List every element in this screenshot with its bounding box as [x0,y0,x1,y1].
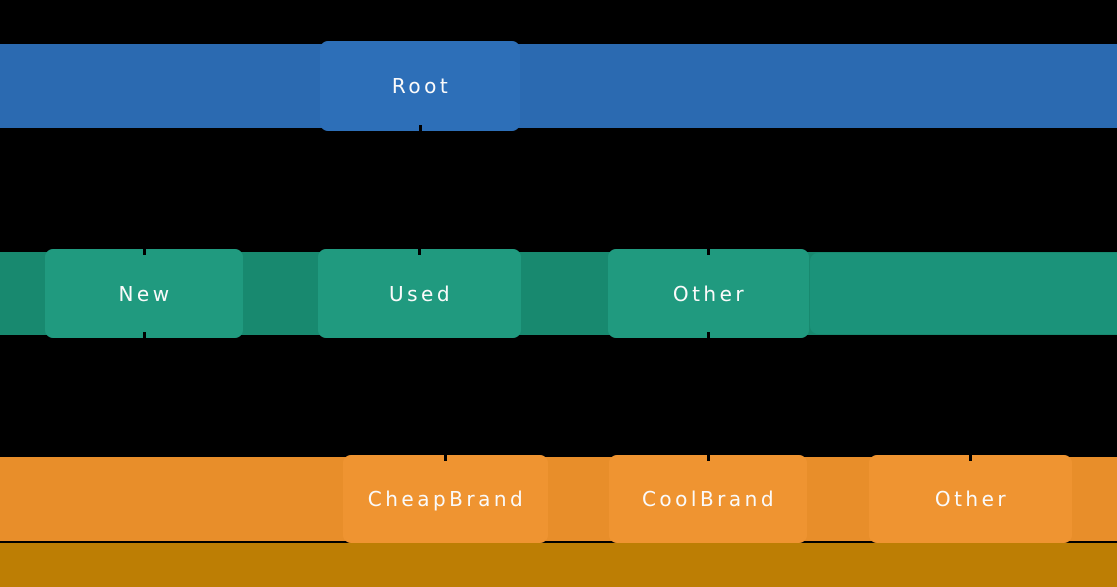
tile-other-brand[interactable]: Other [869,455,1072,543]
tile-unlabeled[interactable] [810,253,1117,334]
tile-coolbrand[interactable]: CoolBrand [609,455,807,543]
level-truncated-band [0,543,1117,587]
tile-label: Root [391,74,452,98]
tile-root[interactable]: Root [320,41,520,131]
level-root-band [0,44,1117,128]
tile-label: Other [672,281,748,306]
edge-stub [969,455,972,461]
tile-label: Used [388,281,454,306]
edge-stub [142,249,146,255]
tile-used[interactable]: Used [318,249,521,338]
tile-other-condition[interactable]: Other [608,249,809,338]
tile-label: New [118,281,173,306]
edge-stub [142,332,146,338]
edge-stub [706,455,710,461]
tile-label: Other [934,487,1010,511]
edge-stub [707,249,710,255]
edge-stub [707,332,710,338]
edge-stub [418,249,421,255]
tile-cheapbrand[interactable]: CheapBrand [343,455,548,543]
edge-stub [418,125,422,131]
edge-stub [444,455,447,461]
tile-label: CheapBrand [367,487,527,511]
tile-label: CoolBrand [641,487,778,511]
tile-new[interactable]: New [45,249,243,338]
